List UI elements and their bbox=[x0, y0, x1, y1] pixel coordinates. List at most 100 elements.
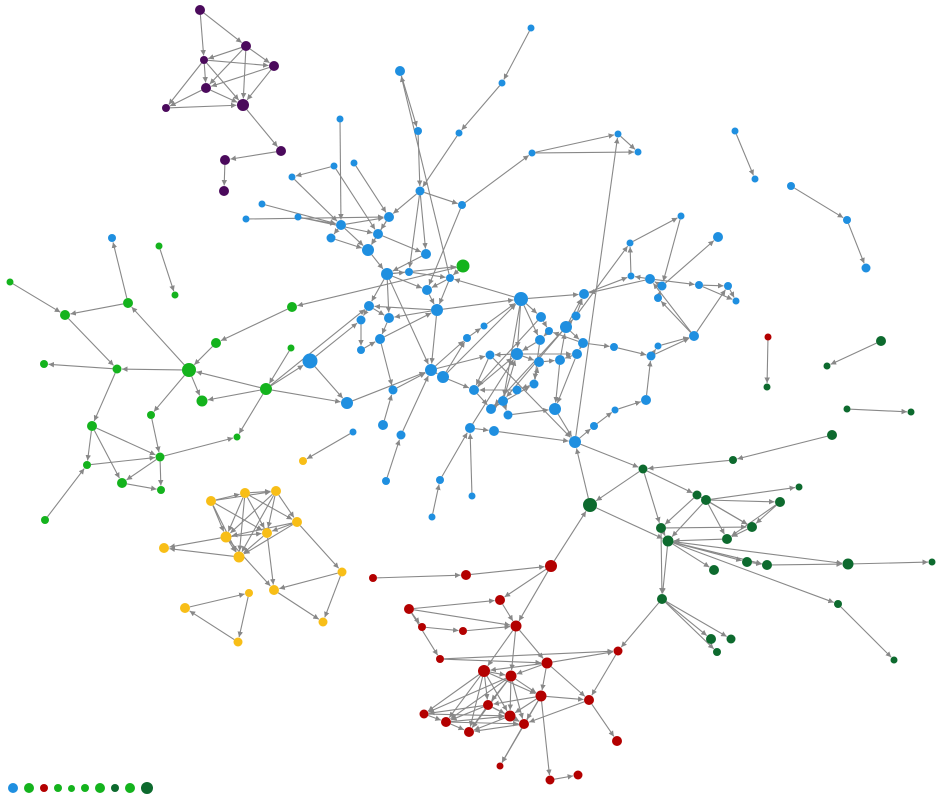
edge bbox=[249, 494, 293, 520]
edge bbox=[306, 433, 351, 460]
node bbox=[907, 408, 915, 416]
edge bbox=[493, 696, 536, 706]
node bbox=[271, 486, 281, 496]
edge bbox=[429, 315, 437, 364]
legend-swatch bbox=[54, 784, 62, 792]
edge bbox=[518, 570, 549, 622]
node bbox=[560, 321, 572, 333]
edge bbox=[665, 240, 715, 284]
edge bbox=[553, 511, 587, 562]
node bbox=[465, 423, 475, 433]
edge bbox=[516, 664, 543, 675]
node bbox=[763, 383, 771, 391]
node bbox=[195, 5, 205, 15]
node bbox=[545, 560, 557, 572]
edge bbox=[431, 368, 438, 375]
edge bbox=[229, 540, 271, 587]
node bbox=[573, 770, 583, 780]
edge bbox=[735, 134, 754, 176]
node bbox=[431, 304, 443, 316]
edge bbox=[249, 214, 384, 220]
edge bbox=[751, 560, 762, 567]
node bbox=[535, 335, 545, 345]
edge bbox=[850, 408, 908, 415]
edge bbox=[422, 135, 458, 188]
node bbox=[276, 146, 286, 156]
edge bbox=[446, 303, 517, 374]
edge bbox=[472, 359, 514, 425]
edge bbox=[443, 658, 542, 666]
edge bbox=[659, 532, 665, 594]
node bbox=[436, 655, 444, 663]
edge bbox=[220, 308, 288, 342]
edge bbox=[540, 668, 547, 691]
edge bbox=[528, 701, 585, 723]
edge bbox=[93, 372, 116, 422]
edge bbox=[575, 137, 620, 437]
edge bbox=[441, 432, 468, 477]
edge bbox=[664, 497, 695, 525]
node bbox=[536, 312, 546, 322]
node bbox=[463, 334, 471, 342]
node bbox=[764, 333, 772, 341]
edge bbox=[771, 561, 843, 567]
edge bbox=[169, 89, 202, 107]
edge bbox=[729, 289, 735, 298]
edge bbox=[522, 342, 537, 352]
node bbox=[41, 516, 49, 524]
node bbox=[654, 294, 662, 302]
edge bbox=[535, 149, 635, 155]
edge bbox=[450, 720, 519, 727]
node bbox=[6, 278, 14, 286]
node bbox=[641, 395, 651, 405]
node bbox=[834, 600, 842, 608]
edge bbox=[85, 430, 92, 461]
node bbox=[638, 464, 648, 474]
node bbox=[731, 127, 739, 135]
edge bbox=[543, 330, 550, 337]
node bbox=[713, 648, 721, 656]
node bbox=[496, 762, 504, 770]
edge bbox=[450, 678, 507, 720]
node bbox=[384, 313, 394, 323]
edge bbox=[643, 473, 661, 523]
edge bbox=[596, 411, 613, 425]
edge bbox=[579, 343, 585, 350]
edge bbox=[654, 279, 695, 287]
node bbox=[381, 268, 393, 280]
edge bbox=[504, 568, 547, 598]
node bbox=[656, 523, 666, 533]
edge bbox=[238, 393, 264, 434]
edge bbox=[665, 601, 708, 636]
edge bbox=[392, 264, 457, 274]
edge bbox=[560, 333, 567, 356]
edge bbox=[413, 609, 511, 627]
edge bbox=[402, 375, 429, 432]
legend-swatch bbox=[95, 783, 105, 793]
edge bbox=[230, 493, 273, 534]
edge bbox=[230, 151, 277, 161]
node bbox=[634, 148, 642, 156]
node bbox=[610, 343, 618, 351]
node bbox=[729, 456, 737, 464]
edge bbox=[588, 276, 628, 293]
node bbox=[378, 420, 388, 430]
edge bbox=[514, 698, 537, 714]
node bbox=[626, 239, 634, 247]
edge bbox=[153, 374, 185, 412]
edge bbox=[652, 283, 692, 333]
node bbox=[425, 364, 437, 376]
legend-swatch bbox=[125, 783, 135, 793]
edge bbox=[428, 294, 435, 305]
node bbox=[155, 242, 163, 250]
node bbox=[388, 385, 398, 395]
edge bbox=[70, 303, 124, 316]
edge bbox=[333, 228, 340, 235]
edge bbox=[620, 602, 660, 648]
edge bbox=[314, 366, 344, 399]
node bbox=[775, 497, 785, 507]
edge bbox=[512, 407, 549, 415]
edge-layer bbox=[12, 12, 929, 780]
node bbox=[512, 385, 522, 395]
